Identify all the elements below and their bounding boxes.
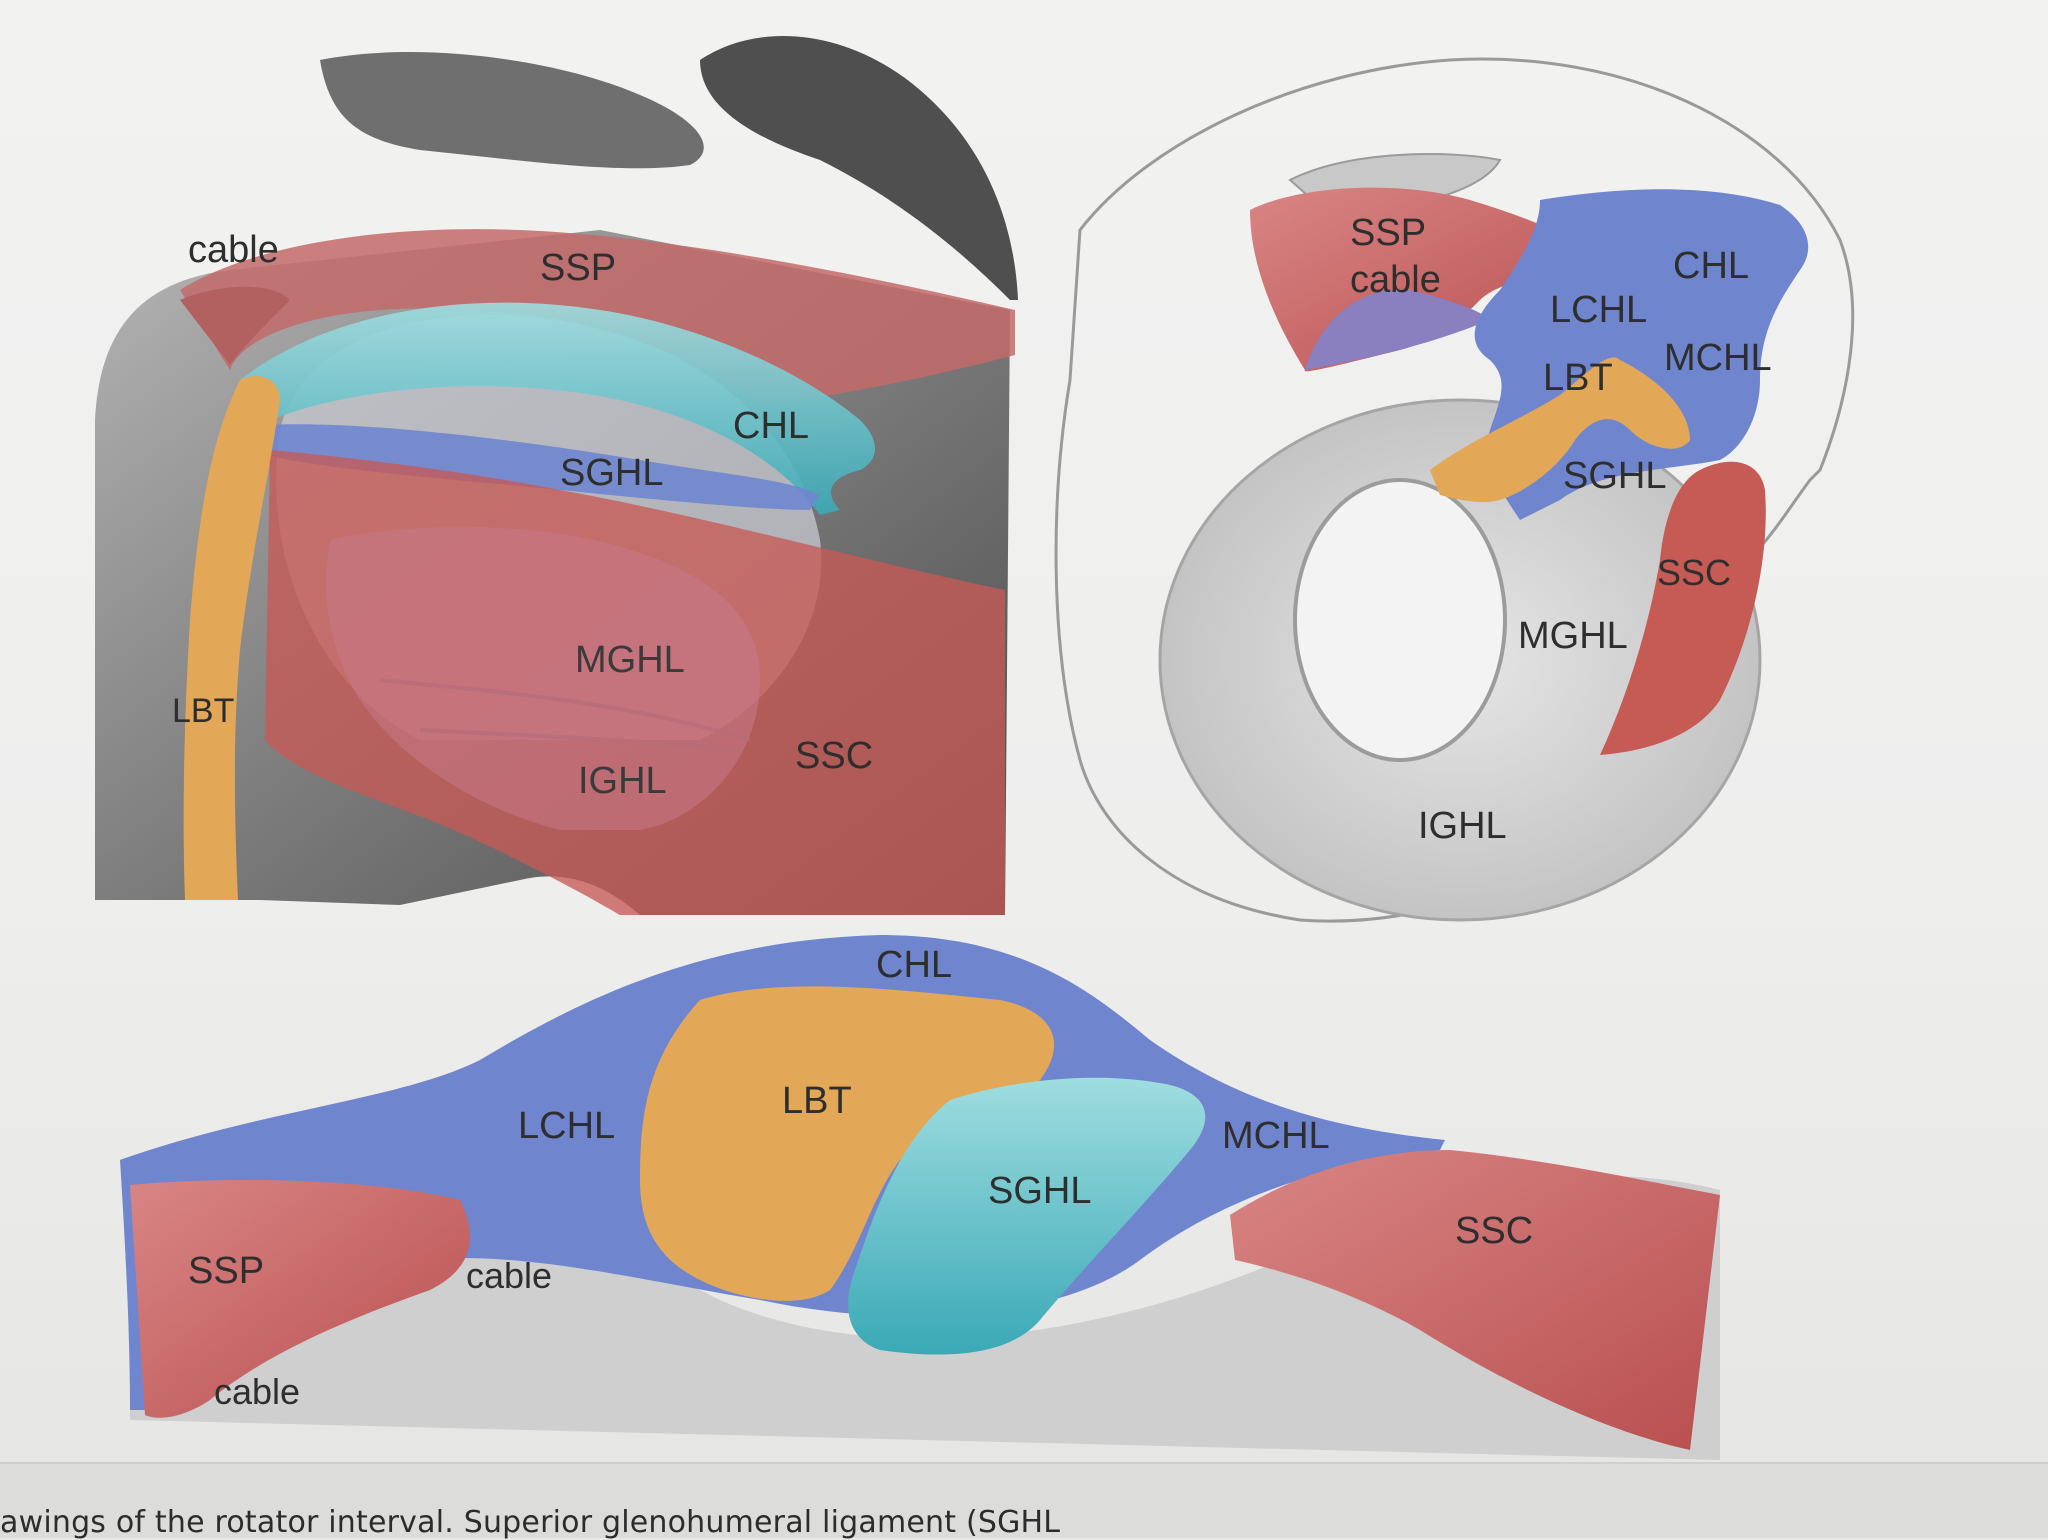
glenoid-ssc [1600,461,1766,755]
label-mghl: MGHL [575,639,685,681]
ighl-band-line [379,678,751,742]
ssc-cross-section [1230,1150,1720,1450]
label-x-sghl: SGHL [988,1170,1091,1212]
label-ssp: SSP [540,247,616,289]
label-g-ssc: SSC [1657,552,1731,593]
label-lbt: LBT [172,692,234,730]
label-g-ssp: SSP [1350,212,1426,254]
label-g-chl: CHL [1673,245,1749,287]
label-ssc: SSC [795,735,873,777]
ighl-band-line-2 [419,728,741,752]
label-g-mghl: MGHL [1518,615,1628,657]
screen-background: cable SSP CHL SGHL MGHL LBT SSC IGHL SSP… [0,0,2048,1470]
label-x-cable-lower: cable [214,1371,300,1412]
glenoid-view-panel: SSP cable CHL LCHL MCHL LBT SGHL SSC MGH… [1054,57,1855,923]
label-x-ssp: SSP [188,1250,264,1292]
label-ighl: IGHL [578,760,667,802]
lbt-cross-section [640,986,1055,1301]
caption-bar [0,1462,2048,1538]
label-g-mchl: MCHL [1664,337,1772,379]
rotator-interval-figure: cable SSP CHL SGHL MGHL LBT SSC IGHL SSP… [95,36,1855,1460]
label-g-sghl: SGHL [1563,455,1666,497]
label-g-lchl: LCHL [1550,289,1647,331]
chl-ligament [240,302,875,515]
label-x-cable-upper: cable [466,1255,552,1296]
label-cable: cable [188,229,279,271]
acromion-bone [320,52,704,169]
label-x-lchl: LCHL [518,1105,615,1147]
label-x-chl: CHL [876,944,952,986]
label-g-ighl: IGHL [1418,805,1507,847]
sghl-ligament [265,424,820,510]
label-x-ssc: SSC [1455,1210,1533,1252]
ssp-cross-section [130,1180,470,1418]
lbt-tendon [183,376,280,900]
label-chl: CHL [733,405,809,447]
cross-section-panel: CHL LCHL LBT MCHL SGHL SSC SSP cable cab… [120,935,1720,1460]
label-x-mchl: MCHL [1222,1115,1330,1157]
glenoid-lbt [1430,357,1690,503]
glenoid-cable [1305,289,1490,370]
coracoid-bone [700,36,1018,300]
label-g-cable: cable [1350,259,1441,301]
rotator-cable [180,286,290,365]
sghl-cross-section [848,1077,1206,1355]
anterior-view-panel: cable SSP CHL SGHL MGHL LBT SSC IGHL [95,36,1018,915]
label-x-lbt: LBT [782,1080,852,1122]
figure-caption: awings of the rotator interval. Superior… [0,1505,1061,1540]
label-g-lbt: LBT [1543,357,1613,399]
capsule-mghl-ighl [326,526,760,830]
glenoid-fossa-inner [1293,478,1507,762]
label-sghl: SGHL [560,452,663,494]
